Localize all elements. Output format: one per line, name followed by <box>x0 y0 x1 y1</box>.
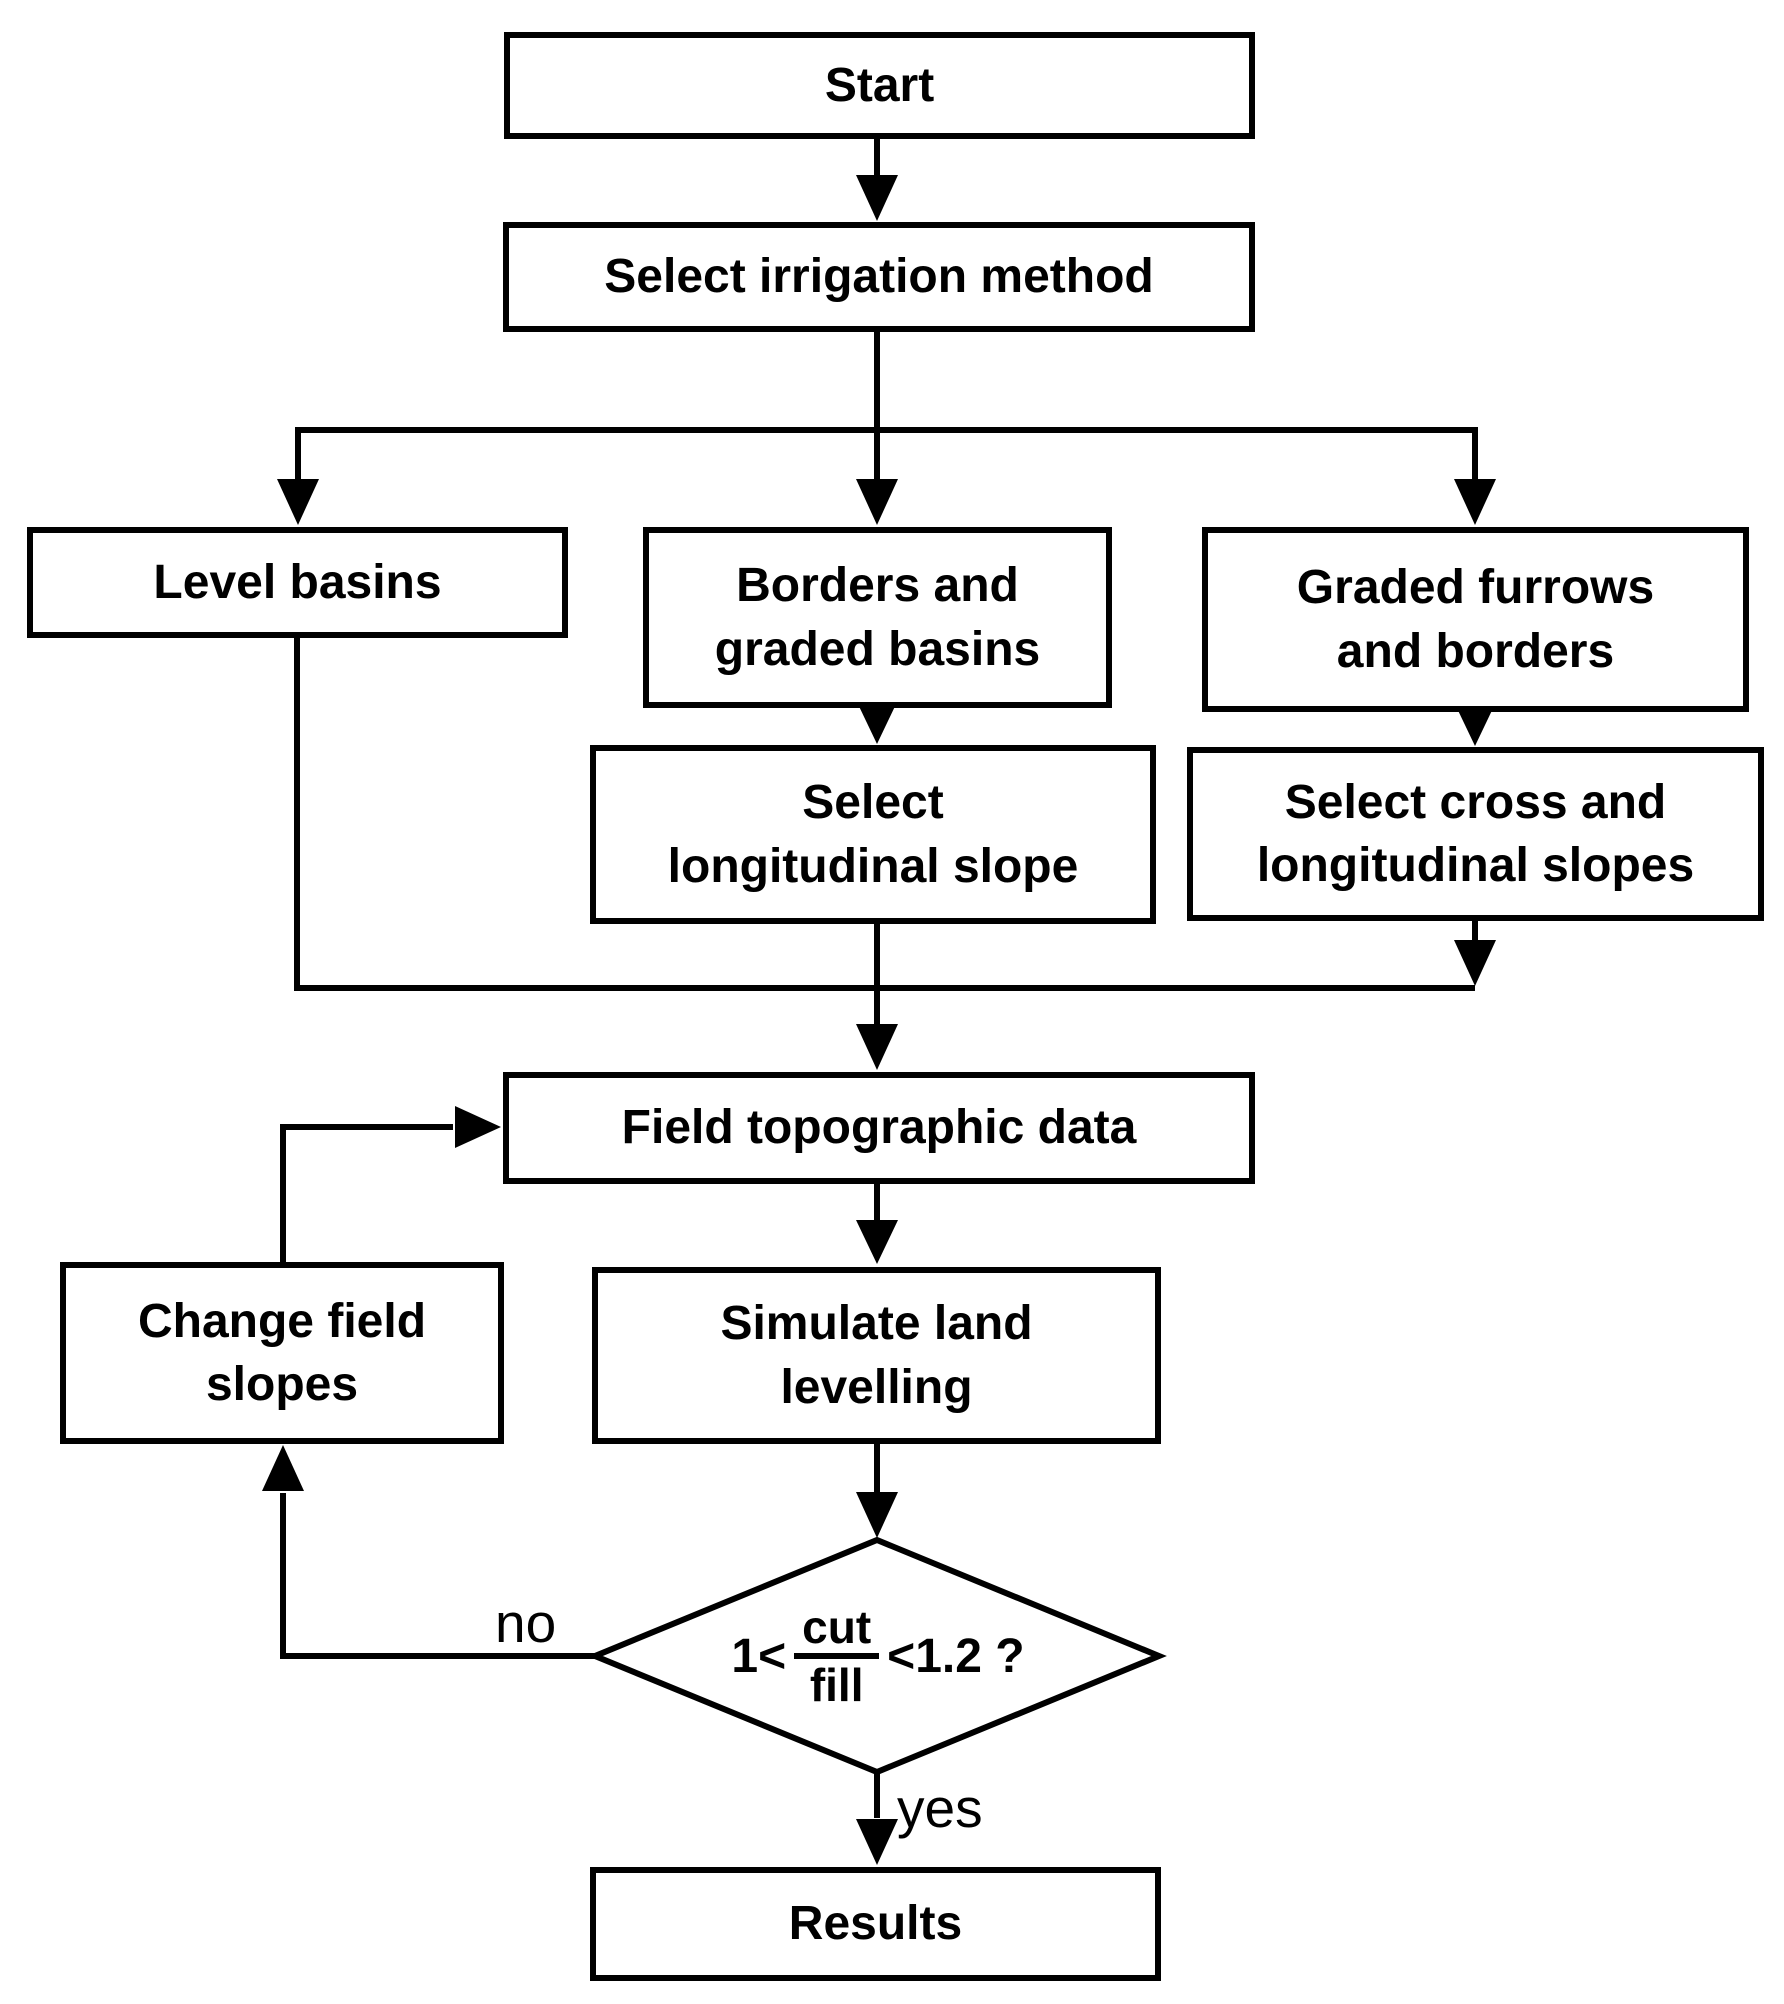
node-change-field-slopes-line2: slopes <box>205 1358 359 1411</box>
node-borders-graded-basins-line1: Borders and <box>736 559 1019 613</box>
node-select-cross-longitudinal-slopes: Select cross and longitudinal slopes <box>1187 747 1764 921</box>
cut-fill-fraction: cut fill <box>794 1602 880 1711</box>
node-select-longitudinal-slope: Select longitudinal slope <box>590 745 1156 924</box>
node-start-label: Start <box>824 58 935 112</box>
node-results: Results <box>590 1867 1161 1981</box>
node-select-cross-longitudinal-slopes-line2: longitudinal slopes <box>1256 839 1695 892</box>
node-simulate-land-levelling-line1: Simulate land <box>720 1297 1033 1351</box>
no-path <box>280 1493 595 1659</box>
node-level-basins-label: Level basins <box>153 555 442 609</box>
loop-back-path <box>280 1124 453 1262</box>
fraction-denominator: fill <box>809 1659 864 1711</box>
decision-right-text: <1.2 ? <box>887 1629 1025 1683</box>
node-change-field-slopes: Change field slopes <box>60 1262 504 1444</box>
node-level-basins: Level basins <box>27 527 568 638</box>
merge-connector <box>294 637 1475 991</box>
node-start: Start <box>504 32 1255 139</box>
node-simulate-land-levelling: Simulate land levelling <box>592 1267 1161 1444</box>
node-select-cross-longitudinal-slopes-line1: Select cross and <box>1284 775 1667 829</box>
node-graded-furrows-borders-line1: Graded furrows <box>1296 561 1655 615</box>
node-select-longitudinal-slope-line2: longitudinal slope <box>667 839 1079 893</box>
node-borders-graded-basins: Borders and graded basins <box>643 527 1112 708</box>
node-select-irrigation-method-label: Select irrigation method <box>604 250 1154 304</box>
node-results-label: Results <box>788 1897 963 1951</box>
fraction-numerator: cut <box>794 1602 880 1659</box>
node-borders-graded-basins-line2: graded basins <box>714 622 1041 676</box>
node-select-longitudinal-slope-line1: Select <box>802 776 944 830</box>
node-graded-furrows-borders-line2: and borders <box>1336 624 1615 678</box>
node-simulate-land-levelling-line2: levelling <box>780 1360 973 1414</box>
node-graded-furrows-borders: Graded furrows and borders <box>1202 527 1749 712</box>
edge-label-no: no <box>495 1592 557 1654</box>
edge-label-yes: yes <box>897 1777 983 1839</box>
node-field-topographic-data-label: Field topographic data <box>621 1101 1137 1155</box>
node-change-field-slopes-line1: Change field <box>137 1294 427 1348</box>
branch-connector <box>295 332 1478 483</box>
node-select-irrigation-method: Select irrigation method <box>503 222 1255 332</box>
node-field-topographic-data: Field topographic data <box>503 1072 1255 1184</box>
decision-left-text: 1< <box>731 1629 787 1683</box>
arrowheads <box>262 175 1496 1865</box>
decision-label: 1< cut fill <1.2 ? <box>660 1580 1096 1732</box>
